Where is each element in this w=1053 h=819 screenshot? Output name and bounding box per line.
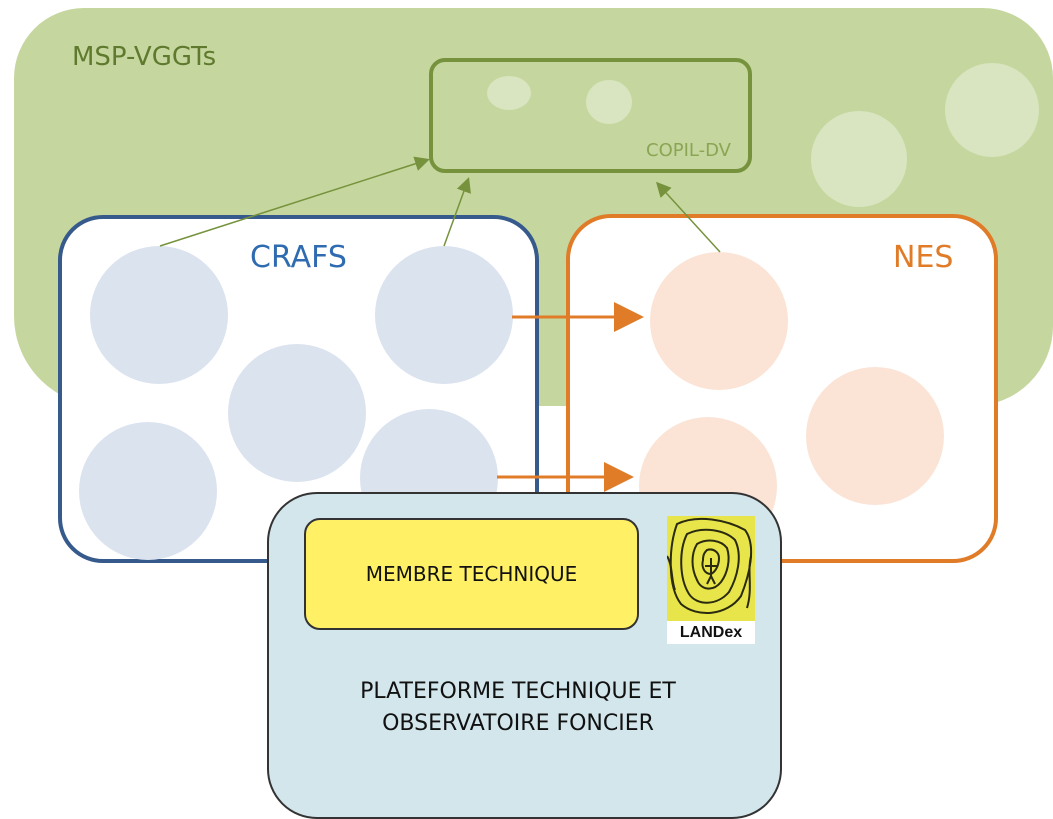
- crafs-member-circle: [375, 246, 513, 384]
- copil-dv-label: COPIL-DV: [646, 140, 731, 161]
- crafs-member-circle: [90, 246, 228, 384]
- crafs-member-circle: [79, 422, 217, 560]
- msp-vggts-label: MSP-VGGTs: [72, 42, 217, 72]
- member-technique-label: MEMBRE TECHNIQUE: [365, 562, 578, 586]
- msp-decorative-circle: [811, 111, 907, 207]
- arrow-crafs-to-copil: [159, 156, 430, 247]
- crafs-label: CRAFS: [250, 240, 347, 275]
- arrow-crafs-to-copil: [443, 177, 471, 247]
- arrow-nes-to-copil: [655, 181, 721, 253]
- nes-member-circle: [650, 252, 788, 390]
- landex-logo-caption: LANDex: [667, 621, 755, 644]
- member-technique-box: MEMBRE TECHNIQUE: [304, 518, 639, 630]
- copil-decorative-circle: [487, 76, 531, 110]
- crafs-member-circle: [228, 344, 366, 482]
- nes-label: NES: [893, 240, 954, 275]
- nes-member-circle: [806, 367, 944, 505]
- copil-decorative-circle: [586, 80, 632, 124]
- platform-label: PLATEFORME TECHNIQUE ET OBSERVATOIRE FON…: [360, 679, 676, 736]
- landex-contour-icon: [667, 517, 753, 615]
- msp-decorative-circle: [945, 63, 1039, 157]
